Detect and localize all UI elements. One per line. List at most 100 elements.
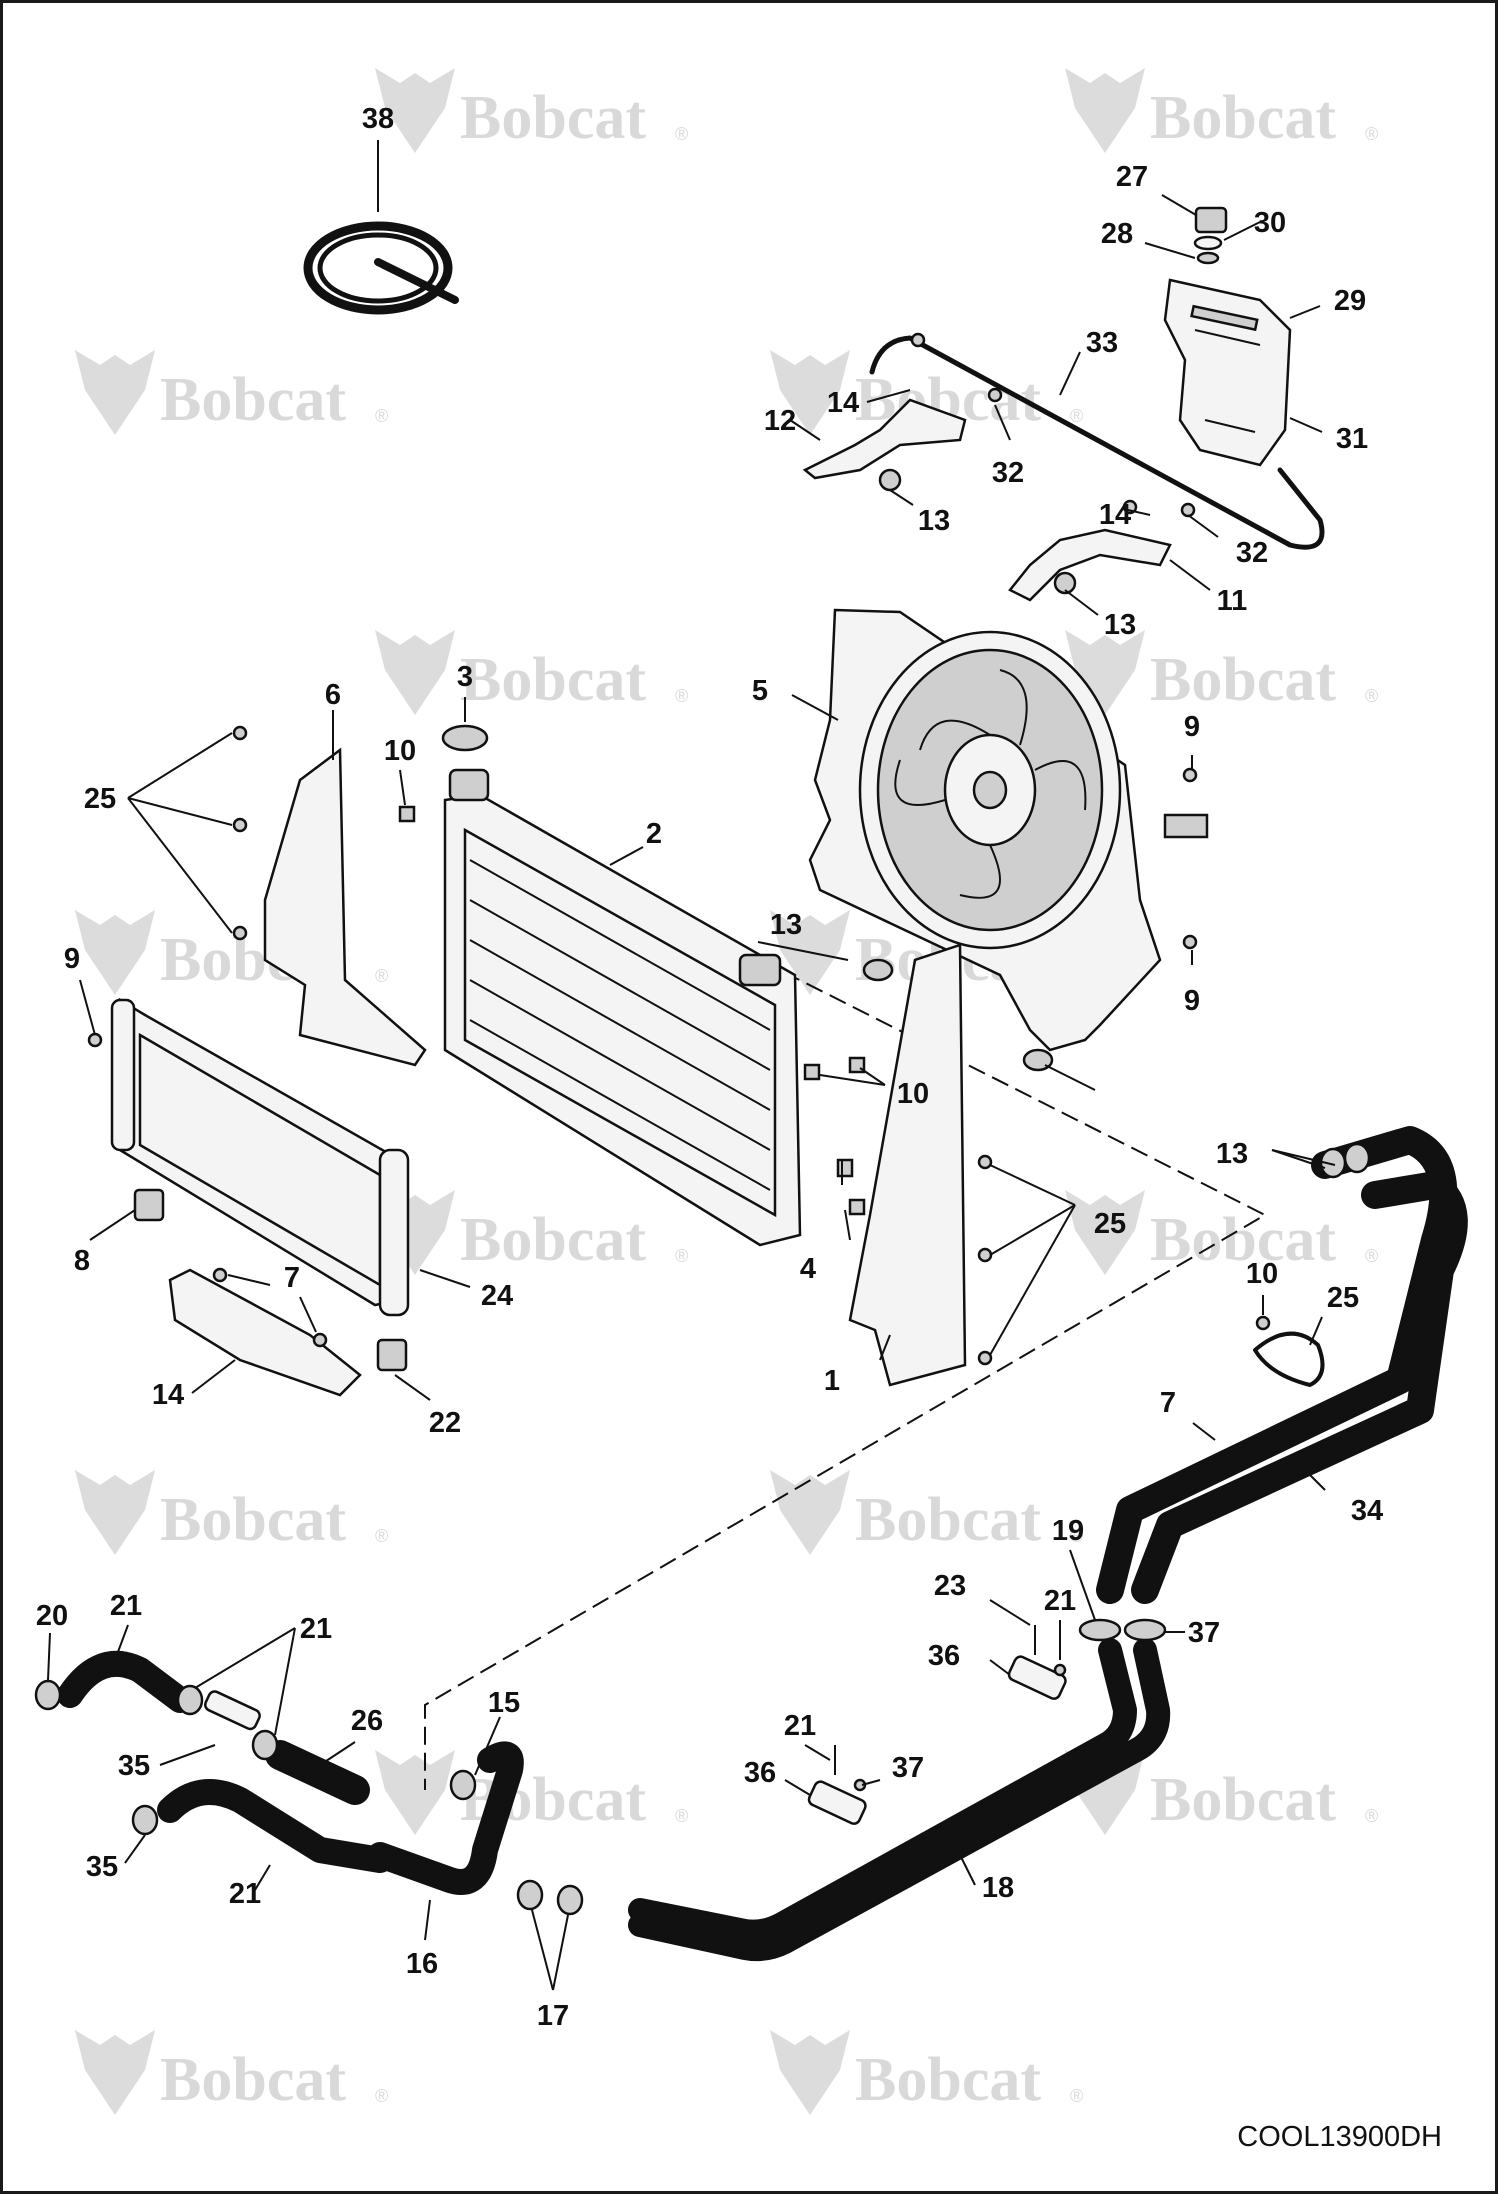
callout-34: 34: [1351, 1495, 1383, 1527]
part-28-cap-gasket: [1196, 251, 1220, 265]
part-17-hose: [367, 1741, 524, 1895]
svg-text:®: ®: [1070, 1526, 1083, 1546]
callout-21: 21: [300, 1613, 332, 1645]
callout-14: 14: [827, 387, 859, 419]
callout-4: 4: [800, 1253, 816, 1285]
part-22-clip: [1253, 1331, 1325, 1387]
callout-25: 25: [1094, 1208, 1126, 1240]
callout-26: 26: [351, 1705, 383, 1737]
bobcat-watermark: Bobcat®: [770, 2030, 1083, 2115]
callout-32: 32: [992, 457, 1024, 489]
part-34-right-bracket: [848, 943, 967, 1387]
callout-19: 19: [1052, 1515, 1084, 1547]
svg-text:®: ®: [375, 966, 388, 986]
callout-21: 21: [110, 1590, 142, 1622]
part-35-clamp-brackets: [807, 1625, 1067, 1825]
part-26-tube: [204, 1690, 261, 1731]
part-33-overflow-tube: [869, 335, 1325, 550]
callout-24: 24: [481, 1280, 513, 1312]
callout-6: 6: [325, 679, 341, 711]
svg-text:Bobcat: Bobcat: [160, 366, 346, 434]
callout-8: 8: [74, 1245, 90, 1277]
bobcat-watermark: Bobcat ®: [75, 2030, 388, 2115]
svg-text:®: ®: [1365, 686, 1378, 706]
svg-text:®: ®: [1365, 1806, 1378, 1826]
callout-18: 18: [982, 1872, 1014, 1904]
svg-text:®: ®: [375, 406, 388, 426]
callout-14: 14: [152, 1379, 184, 1411]
bobcat-watermark: Bobcat ®: [75, 1470, 388, 1555]
part-11-bracket: [1008, 528, 1172, 602]
callout-21: 21: [229, 1878, 261, 1910]
callout-13: 13: [918, 505, 950, 537]
bobcat-watermark: Bobcat ®: [375, 1190, 688, 1275]
callout-13: 13: [1104, 609, 1136, 641]
drawing-code-label: COOL13900DH: [1237, 2121, 1442, 2153]
svg-text:Bobcat: Bobcat: [855, 1486, 1041, 1554]
part-4-oil-cooler: [110, 997, 410, 1317]
callout-37: 37: [892, 1752, 924, 1784]
fasteners-top: [878, 332, 1196, 595]
part-1-lower-bracket: [168, 1268, 362, 1397]
svg-text:®: ®: [375, 1526, 388, 1546]
part-15-hose: [265, 1740, 370, 1805]
part-23-hose: [57, 1650, 193, 1713]
svg-text:Bobcat: Bobcat: [1150, 84, 1336, 152]
callout-1: 1: [824, 1365, 840, 1397]
callout-25: 25: [1327, 1282, 1359, 1314]
callout-36: 36: [744, 1757, 776, 1789]
svg-text:®: ®: [675, 686, 688, 706]
bobcat-watermark: Bobcat ®: [1065, 630, 1378, 715]
callout-10: 10: [384, 735, 416, 767]
callout-3: 3: [457, 661, 473, 693]
bobcat-watermark: Bobcat®: [375, 630, 688, 715]
callout-7: 7: [284, 1262, 300, 1294]
svg-text:Bobcat: Bobcat: [1150, 646, 1336, 714]
part-6-left-bracket: [263, 747, 427, 1067]
callout-5: 5: [752, 675, 768, 707]
callout-37: 37: [1188, 1617, 1220, 1649]
bobcat-watermark: Bobcat®: [1065, 68, 1378, 153]
bobcat-watermark: Bobcat ®: [75, 350, 388, 435]
svg-text:®: ®: [675, 1806, 688, 1826]
callout-25: 25: [84, 783, 116, 815]
svg-text:®: ®: [675, 1246, 688, 1266]
svg-text:®: ®: [1070, 406, 1083, 426]
callout-15: 15: [488, 1687, 520, 1719]
svg-text:Bobcat: Bobcat: [1150, 1766, 1336, 1834]
svg-text:Bobcat: Bobcat: [460, 1206, 646, 1274]
callout-10: 10: [1246, 1258, 1278, 1290]
callout-9: 9: [64, 943, 80, 975]
callout-9: 9: [1184, 711, 1200, 743]
svg-text:Bobcat: Bobcat: [160, 1486, 346, 1554]
callout-30: 30: [1254, 207, 1286, 239]
bobcat-watermark: Bobcat®: [1065, 1190, 1378, 1275]
svg-text:Bobcat: Bobcat: [160, 2046, 346, 2114]
bobcat-watermark: Bobcat®: [375, 68, 688, 153]
callout-14: 14: [1099, 499, 1131, 531]
svg-text:Bobcat: Bobcat: [855, 2046, 1041, 2114]
callout-35: 35: [86, 1851, 118, 1883]
part-7-fittings: [133, 1188, 408, 1372]
callout-11: 11: [1217, 585, 1248, 617]
part-3-radiator-cap: [441, 724, 489, 752]
part-29-coolant-reservoir: [1163, 278, 1292, 467]
callout-32: 32: [1236, 537, 1268, 569]
part-27-reservoir-cap: [1194, 206, 1228, 234]
part-16-long-hose: [628, 1638, 1171, 1962]
bobcat-watermark: Bobcat ®: [770, 1470, 1083, 1555]
callout-35: 35: [118, 1750, 150, 1782]
callout-9: 9: [1184, 985, 1200, 1017]
part-12-bracket: [802, 398, 967, 480]
svg-text:®: ®: [375, 2086, 388, 2106]
svg-text:®: ®: [1365, 1246, 1378, 1266]
callout-23: 23: [934, 1570, 966, 1602]
svg-text:®: ®: [675, 124, 688, 144]
callout-27: 27: [1116, 161, 1148, 193]
callout-2: 2: [646, 818, 662, 850]
callout-28: 28: [1101, 218, 1133, 250]
part-30-cap-seal: [1193, 235, 1223, 251]
part-18-hose: [157, 1779, 393, 1873]
